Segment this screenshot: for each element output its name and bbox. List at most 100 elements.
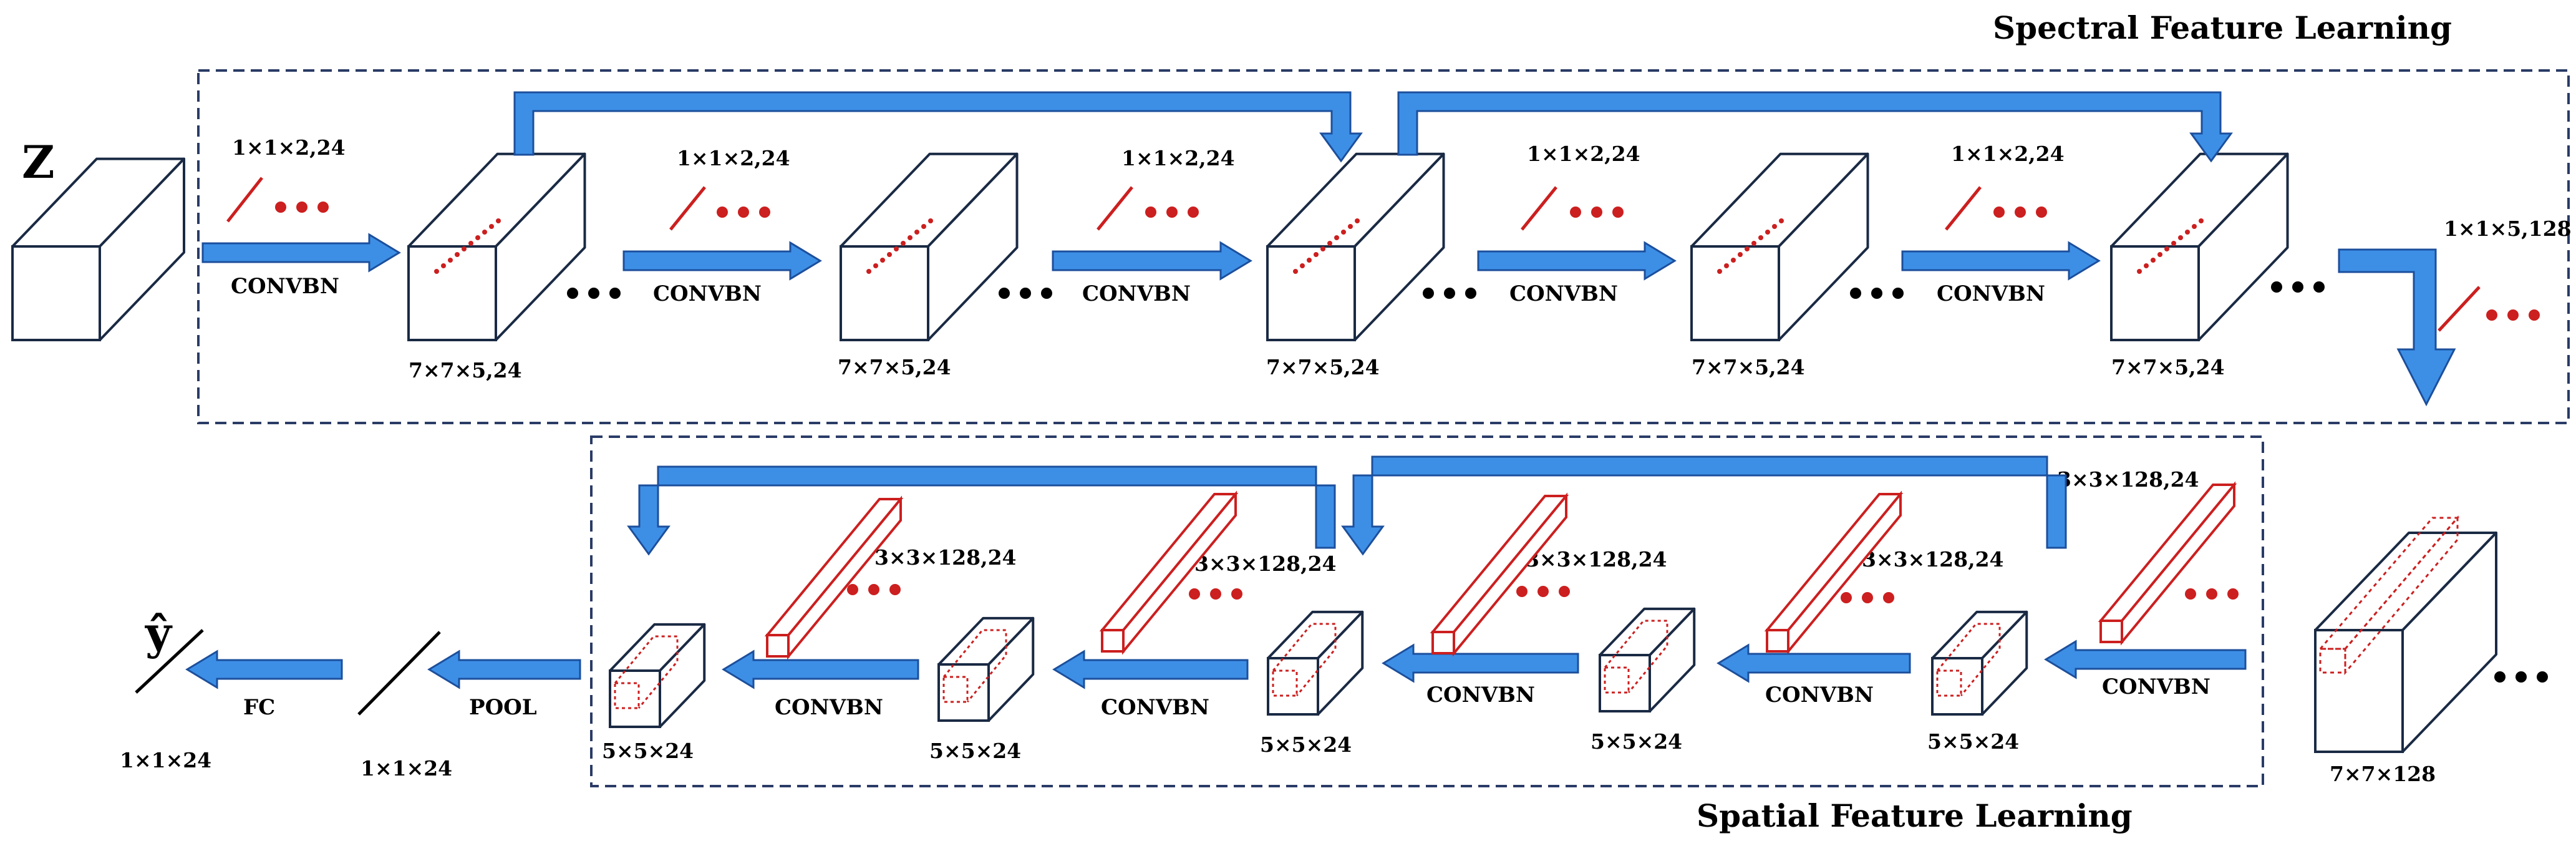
spectral-ellipsis-4-1 bbox=[1850, 288, 1861, 299]
spectral-kernel-line-1 bbox=[226, 177, 263, 223]
spectral-kernel-ellipsis-1-2 bbox=[296, 202, 307, 213]
spectral-kernel-line-2 bbox=[669, 186, 706, 231]
spectral-kernel-dot-3-9 bbox=[1348, 224, 1353, 229]
spatial-arrow-3 bbox=[1382, 643, 1579, 683]
spatial-kernel-prism-5-front bbox=[766, 634, 790, 658]
spectral-final-kernel-ellipsis-1 bbox=[2486, 309, 2497, 321]
spectral-kernel-dot-4-7 bbox=[1758, 235, 1763, 240]
spectral-kernel-dot-2-4 bbox=[887, 252, 892, 257]
spectral-final-kernel-ellipsis-2 bbox=[2507, 309, 2519, 321]
spatial-inner-kernel-body-2 bbox=[1604, 620, 1668, 693]
spectral-kernel-dot-1-7 bbox=[475, 235, 480, 240]
input-label: Z bbox=[22, 135, 55, 188]
spectral-ellipsis-2-2 bbox=[1020, 288, 1031, 299]
spectral-block-3-front bbox=[1266, 245, 1356, 341]
spatial-kernel-prism-4-front bbox=[1101, 629, 1125, 653]
spectral-kernel-dot-5-5 bbox=[2164, 246, 2169, 251]
spectral-kernel-dot-4-6 bbox=[1751, 241, 1756, 246]
transition-ellipsis-2 bbox=[2515, 671, 2527, 683]
spectral-kernel-dot-3-6 bbox=[1327, 241, 1332, 246]
convbn-label-3: CONVBN bbox=[1082, 281, 1191, 306]
spectral-block-dim-3: 7×7×5,24 bbox=[1266, 355, 1380, 379]
spectral-kernel-dot-1-9 bbox=[489, 224, 494, 229]
spectral-ellipsis-5-3 bbox=[2313, 281, 2325, 293]
spectral-kernel-ellipsis-1-1 bbox=[275, 202, 286, 213]
spatial-kernel-ellipsis-3-3 bbox=[1559, 586, 1570, 597]
spectral-kernel-dot-2-2 bbox=[873, 263, 878, 268]
spatial-block-5-front bbox=[609, 669, 661, 728]
spectral-kernel-line-4 bbox=[1521, 186, 1557, 231]
spatial-kernel-ellipsis-5-3 bbox=[889, 584, 901, 595]
spectral-kernel-dot-3-7 bbox=[1334, 235, 1339, 240]
spatial-block-dim-4: 5×5×24 bbox=[929, 739, 1021, 763]
spectral-kernel-dot-5-7 bbox=[2178, 235, 2183, 240]
spectral-kernel-dot-5-8 bbox=[2185, 230, 2190, 235]
spectral-final-kernel-ellipsis-3 bbox=[2529, 309, 2540, 321]
spectral-block-dim-5: 7×7×5,24 bbox=[2111, 355, 2225, 379]
spatial-arrow-1 bbox=[2044, 639, 2247, 679]
transition-block-front bbox=[2314, 629, 2404, 753]
spectral-section-title: Spectral Feature Learning bbox=[1993, 9, 2452, 46]
spectral-arrow-3 bbox=[1052, 241, 1252, 281]
convbn-label-9: CONVBN bbox=[1101, 695, 1209, 720]
spectral-final-kernel-line bbox=[2438, 286, 2481, 332]
spatial-kernel-ellipsis-1-3 bbox=[2227, 588, 2239, 600]
spatial-kernel-ellipsis-4-2 bbox=[1210, 588, 1221, 600]
spatial-kernel-prism-1-top bbox=[2098, 484, 2237, 622]
spatial-block-dim-1: 5×5×24 bbox=[1927, 729, 2019, 754]
spectral-kernel-dot-4-9 bbox=[1772, 224, 1777, 229]
diagram-shapes bbox=[11, 91, 2548, 753]
spatial-inner-kernel-body-1 bbox=[1936, 623, 2001, 696]
spectral-arrow-1 bbox=[201, 233, 401, 273]
spectral-kernel-dot-3-8 bbox=[1341, 230, 1346, 235]
spectral-kernel-dot-1-8 bbox=[482, 230, 487, 235]
spatial-block-dim-2: 5×5×24 bbox=[1591, 729, 1682, 754]
spatial-skip-arrow-2 bbox=[627, 465, 1336, 556]
spectral-ellipsis-1-3 bbox=[609, 288, 621, 299]
spectral-kernel-dot-2-5 bbox=[894, 246, 899, 251]
spectral-ellipsis-4-2 bbox=[1871, 288, 1882, 299]
spatial-kernel-prism-1-front bbox=[2099, 620, 2123, 643]
spatial-inner-kernel-body-4 bbox=[942, 629, 1007, 703]
spatial-section-border bbox=[590, 435, 2264, 787]
spatial-kernel-ellipsis-4-1 bbox=[1189, 588, 1200, 600]
spectral-kernel-dot-4-5 bbox=[1745, 246, 1750, 251]
spectral-arrow-5 bbox=[1901, 241, 2101, 281]
spatial-arrow-2 bbox=[1717, 643, 1911, 683]
spectral-kernel-dot-3-5 bbox=[1320, 246, 1325, 251]
spectral-kernel-ellipsis-2-2 bbox=[738, 207, 749, 218]
spatial-kernel-prism-2-side bbox=[1787, 490, 1902, 655]
spectral-kernel-ellipsis-4-2 bbox=[1591, 207, 1602, 218]
spatial-inner-kernel-body-3 bbox=[1272, 623, 1337, 696]
spatial-block-4-front bbox=[937, 663, 990, 722]
spectral-kernel-ellipsis-3-2 bbox=[1166, 207, 1178, 218]
pool-label: POOL bbox=[469, 695, 537, 720]
spatial-section-title: Spatial Feature Learning bbox=[1697, 797, 2133, 834]
spectral-kernel-dot-4-4 bbox=[1738, 252, 1743, 257]
spatial-inner-kernel-body-5 bbox=[614, 635, 679, 709]
spectral-kernel-ellipsis-5-1 bbox=[1993, 207, 2005, 218]
spectral-kernel-dot-4-2 bbox=[1724, 263, 1729, 268]
transition-ellipsis-1 bbox=[2494, 671, 2506, 683]
spatial-kernel-prism-1-side bbox=[2121, 481, 2235, 646]
spectral-ellipsis-3-1 bbox=[1423, 288, 1434, 299]
transition-kernel-front bbox=[2319, 648, 2346, 674]
fc-arrow bbox=[185, 649, 343, 689]
spatial-kernel-ellipsis-2-1 bbox=[1841, 592, 1852, 603]
spectral-kernel-dot-2-9 bbox=[921, 224, 926, 229]
spectral-kernel-ellipsis-2-1 bbox=[717, 207, 728, 218]
spectral-ellipsis-3-2 bbox=[1444, 288, 1455, 299]
convbn-label-2: CONVBN bbox=[653, 281, 762, 306]
spectral-arrow-2 bbox=[622, 241, 822, 281]
spectral-kernel-dot-4-3 bbox=[1731, 258, 1736, 263]
spatial-kernel-ellipsis-5-2 bbox=[868, 584, 879, 595]
spatial-kernel-ellipsis-2-2 bbox=[1862, 592, 1873, 603]
input-cube-front bbox=[11, 245, 101, 341]
output-label: ŷ bbox=[145, 606, 173, 659]
spectral-kernel-line-5 bbox=[1945, 186, 1982, 231]
convbn-label-5: CONVBN bbox=[1937, 281, 2045, 306]
pool-output-line bbox=[357, 631, 441, 716]
fc-output-line bbox=[135, 629, 204, 694]
spectral-kernel-label-1: 1×1×2,24 bbox=[232, 135, 346, 160]
